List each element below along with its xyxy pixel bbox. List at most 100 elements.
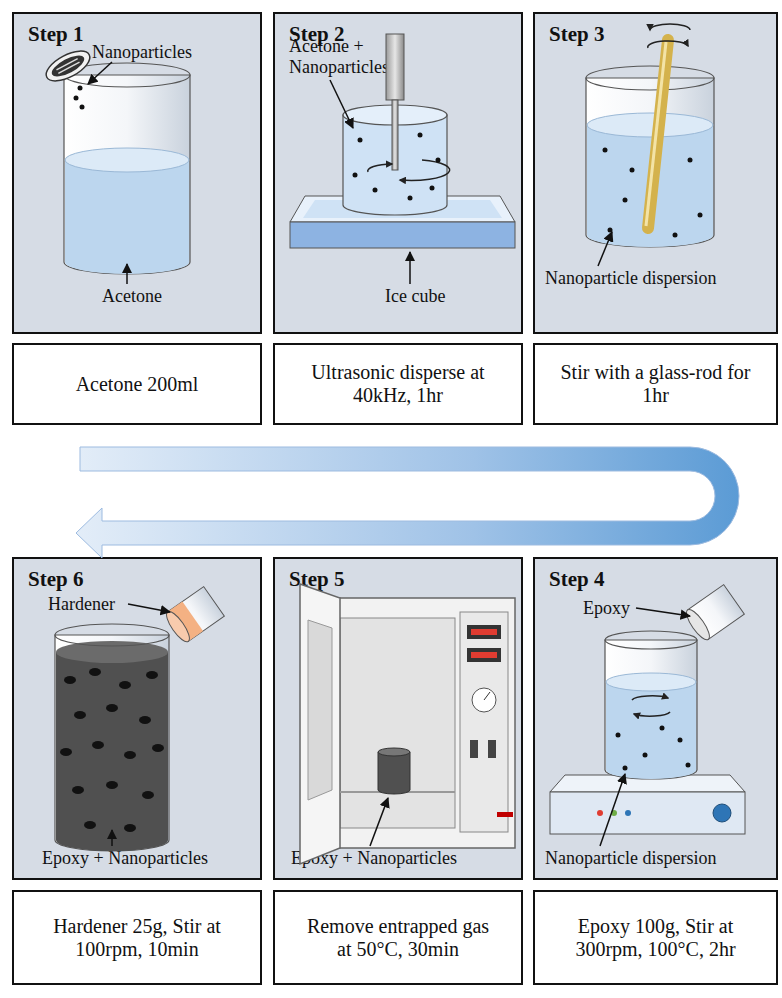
leader-arrow [88,62,112,84]
dial-needle [484,692,490,700]
particle [74,711,86,719]
step-caption-box: Acetone 200ml [12,343,262,425]
particle [142,791,154,799]
acetone-liquid [65,160,189,274]
liquid-surface [65,148,189,172]
step-panel: Step 4EpoxyNanoparticle dispersion [533,557,778,880]
particle [124,751,136,759]
step-caption: Remove entrapped gas at 50°C, 30min [303,915,493,961]
step-panel: Step 3Nanoparticle dispersion [533,12,778,334]
oven-body [325,598,515,848]
cup-body [168,587,225,642]
particle [106,704,118,712]
step-panel: Step 2Acetone + NanoparticlesIce cube [273,12,523,334]
particle [119,681,131,689]
particle [139,716,151,724]
particle [630,168,635,173]
beaker-rim [586,66,714,90]
beaker-rim [64,63,190,87]
step-caption: Acetone 200ml [42,373,232,396]
control-panel [460,612,508,832]
cup-mouth [163,608,193,644]
oven-door-window [308,620,332,800]
oven-switch [488,740,496,758]
beaker-body [586,78,714,247]
glass-rod [648,40,668,228]
oven-cavity [340,618,455,828]
part-label: Nanoparticles [92,42,222,63]
beaker-body [64,75,190,274]
glass-rod-highlight [646,42,666,226]
oven-display [467,625,501,639]
part-label: Nanoparticle dispersion [545,268,777,289]
particle [353,173,358,178]
part-label: Nanoparticle dispersion [545,848,777,869]
particle [84,821,96,829]
step-caption: Ultrasonic disperse at 40kHz, 1hr [303,361,493,407]
particle [146,671,158,679]
hot-plate-front [550,792,745,834]
hot-plate-led [611,810,617,816]
oven-switch [470,740,478,758]
beaker-body [55,635,169,851]
particle [436,158,441,163]
particle [92,741,104,749]
particle-cluster [60,668,164,832]
part-label: Hardener [48,594,168,615]
leader-arrow [126,264,128,284]
step-caption-box: Hardener 25g, Stir at 100rpm, 10min [12,890,262,985]
particle [373,188,378,193]
leader-arrow [600,774,625,846]
display-digits [471,629,497,635]
oven-valve [497,812,513,817]
particle [643,753,648,758]
oven-shelf [340,791,455,793]
particle [660,726,665,731]
part-label: Ice cube [385,286,505,307]
part-label: Epoxy + Nanoparticles [42,848,264,869]
liquid-surface [587,113,713,137]
dispersion-liquid [587,125,713,247]
oven-display [467,648,501,662]
ultrasonic-probe [386,34,404,100]
particle [106,781,118,789]
part-label: Epoxy [583,598,703,619]
step-caption: Epoxy 100g, Stir at 300rpm, 100°C, 2hr [561,915,751,961]
particle-dish [42,45,95,87]
particle [60,748,72,756]
display-digits [471,652,497,658]
ice-tray-top [290,196,515,222]
rotation-arrow [368,164,392,172]
cup-mouth [683,606,713,642]
particle [623,766,628,771]
falling-particle [80,105,85,110]
oven-dial [472,688,496,712]
step-panel: Step 6HardenerEpoxy + Nanoparticles [12,557,262,880]
particle [623,198,628,203]
mixture-surface [56,641,168,663]
dish-stripe [58,62,79,73]
rotation-arrow [648,41,688,48]
liquid-surface [606,673,696,691]
beaker-body [343,115,447,215]
particle [418,133,423,138]
step-caption-box: Ultrasonic disperse at 40kHz, 1hr [273,343,523,425]
rotation-arrow [400,160,450,180]
particle [358,138,363,143]
step-heading: Step 5 [289,567,409,591]
particle [603,148,608,153]
particle [72,786,84,794]
falling-particle [74,96,79,101]
leader-arrow [636,608,690,616]
leader-arrow [370,798,388,846]
particle [64,676,76,684]
falling-particle [78,86,83,91]
beaker-rim [55,624,169,646]
part-label: Acetone + Nanoparticles [289,36,414,77]
ice-water [303,200,502,218]
hardener-fill [168,602,203,642]
beaker-body [605,640,697,779]
leader-arrow [598,232,612,266]
